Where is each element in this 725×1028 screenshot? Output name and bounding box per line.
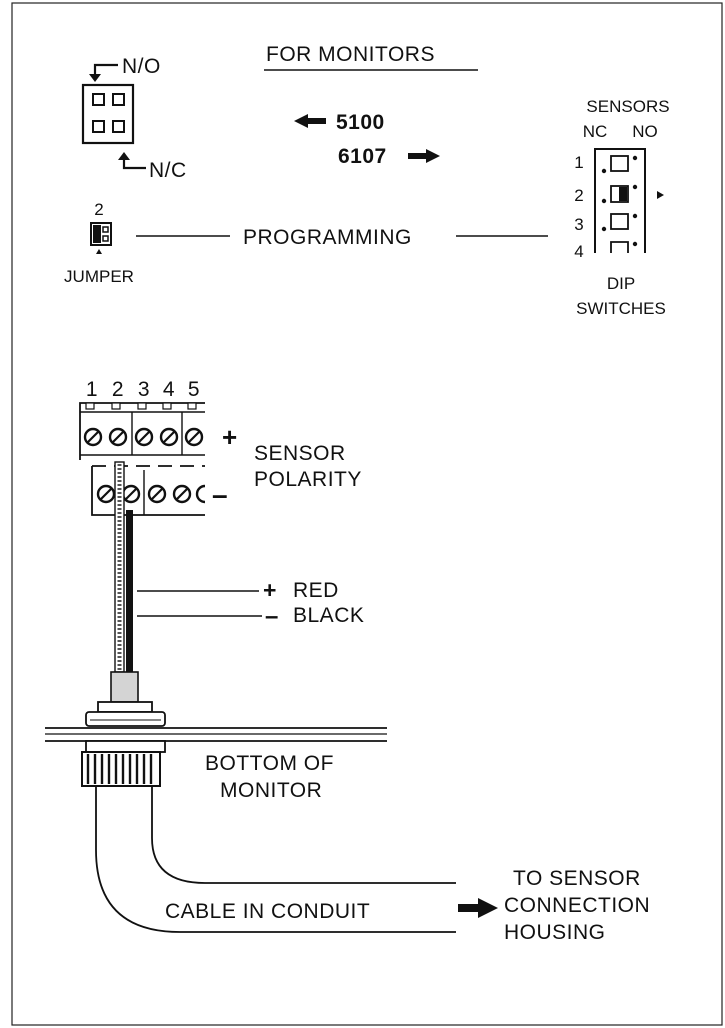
terminal-tab — [137, 402, 147, 410]
destination-line3: HOUSING — [504, 921, 606, 944]
arrow-right-icon — [408, 149, 440, 163]
dip-dot — [601, 168, 607, 174]
terminal-tab — [111, 402, 121, 410]
gland-locknut — [85, 740, 166, 753]
dip-dot — [632, 184, 638, 190]
nc-pointer-line — [122, 159, 146, 170]
terminal-number: 3 — [138, 378, 150, 401]
terminal-number: 2 — [112, 378, 124, 401]
conduit: CABLE IN CONDUIT TO SENSOR CONNECTION HO… — [95, 786, 650, 944]
jumper-pin — [92, 120, 105, 133]
jumper-pin — [112, 93, 125, 106]
arrow-left-5100: 5100 — [294, 111, 385, 134]
header-title: FOR MONITORS — [266, 43, 435, 66]
programming-label: PROGRAMMING — [243, 226, 412, 249]
destination-line2: CONNECTION — [504, 894, 650, 917]
jumper-label: JUMPER — [64, 267, 134, 286]
dip-caption-line1: DIP — [607, 274, 635, 293]
terminal-lower-outline — [91, 466, 205, 516]
gland-nut-top — [97, 701, 153, 713]
dip-row-number: 2 — [574, 186, 583, 205]
monitor-label-line1: BOTTOM OF — [205, 752, 334, 775]
dip-dot — [632, 241, 638, 247]
model-5100-label: 5100 — [336, 111, 385, 134]
sensor-cable: + RED – BLACK — [110, 461, 364, 703]
dip-switch-3 — [610, 213, 629, 230]
dip-switch-body — [594, 148, 646, 253]
dip-switch-2-toggle — [619, 187, 627, 201]
red-wire-sign: + — [263, 577, 277, 603]
page-border — [11, 2, 723, 1026]
dip-switch-panel: SENSORS NC NO 1 2 3 4 DIP SWITCHES — [574, 97, 669, 318]
gland-knurled-body — [81, 751, 161, 787]
black-wire — [126, 510, 133, 672]
polarity-label-line1: SENSOR — [254, 442, 346, 465]
jumper-pin — [102, 226, 109, 233]
dip-switch-4 — [610, 241, 629, 253]
terminal-number: 4 — [163, 378, 175, 401]
jumper-pin — [112, 120, 125, 133]
dip-caption-line2: SWITCHES — [576, 299, 666, 318]
relay-jumper-block: N/O N/C — [81, 55, 187, 182]
dip-row-number: 3 — [574, 215, 583, 234]
polarity-label-line2: POLARITY — [254, 468, 362, 491]
red-wire-label: RED — [293, 579, 339, 602]
cable-gland — [85, 701, 166, 727]
destination-line1: TO SENSOR — [513, 867, 641, 890]
model-6107-label: 6107 — [338, 145, 387, 168]
monitor-bottom-panel — [45, 727, 387, 742]
dip-row-number: 1 — [574, 153, 583, 172]
arrow-right-6107: 6107 — [338, 145, 440, 168]
monitor-label-line2: MONITOR — [220, 779, 322, 802]
relay-jumper-housing — [81, 83, 135, 145]
terminal-number: 1 — [86, 378, 98, 401]
black-wire-sign: – — [265, 603, 279, 630]
conduit-label: CABLE IN CONDUIT — [165, 900, 370, 923]
dip-row-number: 4 — [574, 242, 583, 261]
jumper-pin — [92, 93, 105, 106]
dip-col-no: NO — [632, 122, 658, 141]
dip-col-nc: NC — [583, 122, 608, 141]
terminal-tab — [85, 402, 95, 410]
programming-jumper: 2 JUMPER — [64, 200, 134, 286]
gland-lower — [81, 740, 166, 787]
nc-pointer-arrow-icon — [118, 152, 130, 160]
jumper-number-label: 2 — [94, 200, 103, 219]
terminal-block: 1 2 3 4 5 + — [79, 378, 362, 516]
conduit-arrow-icon — [458, 898, 498, 918]
dip-selected-pointer-icon — [657, 191, 664, 199]
terminal-number: 5 — [188, 378, 200, 401]
arrow-left-icon — [294, 114, 326, 128]
terminal-tab — [162, 402, 172, 410]
dip-dot — [632, 155, 638, 161]
nc-label: N/C — [149, 159, 187, 182]
gland-nut — [85, 711, 166, 727]
terminal-screw-partial — [195, 484, 206, 504]
no-label: N/O — [122, 55, 161, 78]
conduit-inner — [151, 786, 456, 884]
jumper-pin — [102, 235, 109, 242]
jumper-shunt — [93, 225, 101, 243]
black-wire-label: BLACK — [293, 604, 364, 627]
dip-switch-1 — [610, 155, 629, 172]
cable-jacket — [110, 671, 139, 703]
terminal-tab — [187, 402, 197, 410]
dip-dot — [601, 198, 607, 204]
terminal-plus: + — [222, 422, 238, 452]
conduit-outer — [95, 786, 456, 933]
dip-dot — [601, 226, 607, 232]
dip-dot — [632, 213, 638, 219]
terminal-minus: – — [212, 479, 228, 510]
no-pointer-line — [93, 63, 118, 76]
no-pointer-arrow-icon — [89, 74, 101, 82]
dip-title: SENSORS — [586, 97, 669, 116]
jumper-pointer-icon — [96, 249, 102, 254]
